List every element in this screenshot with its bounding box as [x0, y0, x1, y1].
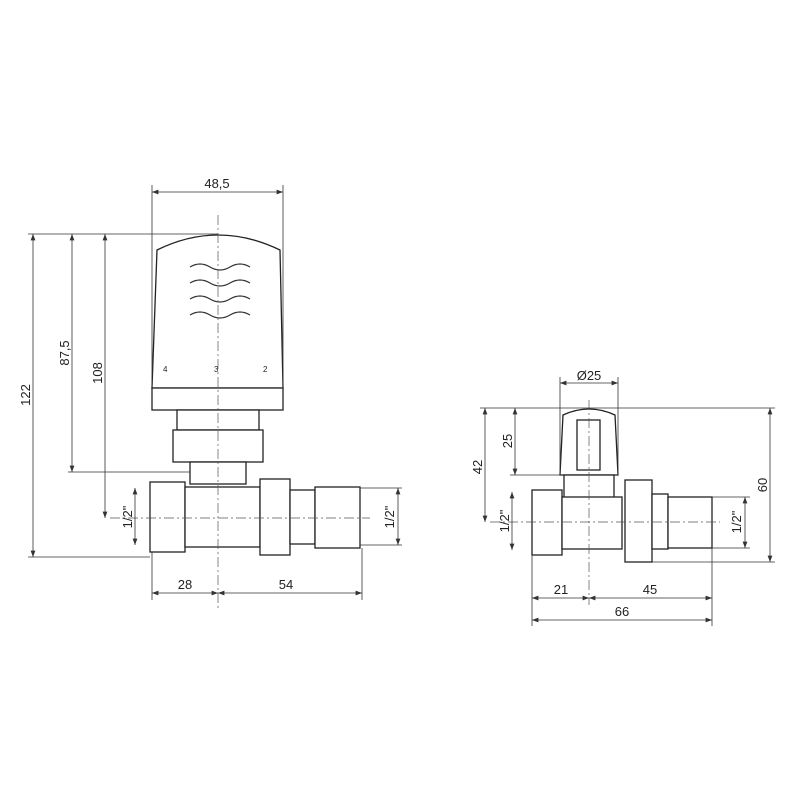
scale-mark-2: 2: [263, 365, 268, 374]
union-nut: [624, 479, 653, 563]
inlet-nut: [149, 481, 186, 553]
dim-left-length: 28: [178, 577, 192, 592]
dim-cap-diameter: Ø25: [577, 368, 602, 383]
dim-head-width: 48,5: [204, 176, 229, 191]
union-tail: [289, 489, 316, 545]
dim-inlet-thread: 1/2": [120, 505, 135, 528]
dim-height-87-5: 87,5: [57, 340, 72, 365]
thermostat-head: [151, 234, 284, 389]
threaded-outlet: [314, 486, 361, 549]
cap-grip: [576, 419, 601, 471]
valve-body: [561, 496, 623, 550]
dim-left-length: 21: [554, 582, 568, 597]
dim-axis-height: 42: [470, 460, 485, 474]
head-ring: [151, 387, 284, 411]
valve-body: [184, 486, 261, 548]
dim-inlet-thread: 1/2": [497, 509, 512, 532]
threaded-outlet: [667, 496, 713, 549]
dim-right-length: 54: [279, 577, 293, 592]
dim-cap-height: 25: [500, 434, 515, 448]
inlet-nut: [531, 489, 563, 556]
thermostatic-valve-view: 4 3 2 48,5 122 87,5 108 1/2" 1/2" 28 54: [18, 176, 402, 610]
dim-total-height: 60: [755, 478, 770, 492]
dim-height-108: 108: [90, 362, 105, 384]
dim-total-length: 66: [615, 604, 629, 619]
dim-outlet-thread: 1/2": [382, 505, 397, 528]
manual-valve-view: Ø25 42 25 60 1/2" 1/2" 21 45 66: [470, 368, 775, 626]
scale-mark-3: 3: [214, 365, 219, 374]
wave-symbol: [189, 263, 251, 319]
dim-right-length: 45: [643, 582, 657, 597]
dim-outlet-thread: 1/2": [729, 510, 744, 533]
dim-total-height: 122: [18, 384, 33, 406]
union-tail: [651, 493, 669, 550]
scale-mark-4: 4: [163, 365, 168, 374]
union-nut: [259, 478, 291, 556]
